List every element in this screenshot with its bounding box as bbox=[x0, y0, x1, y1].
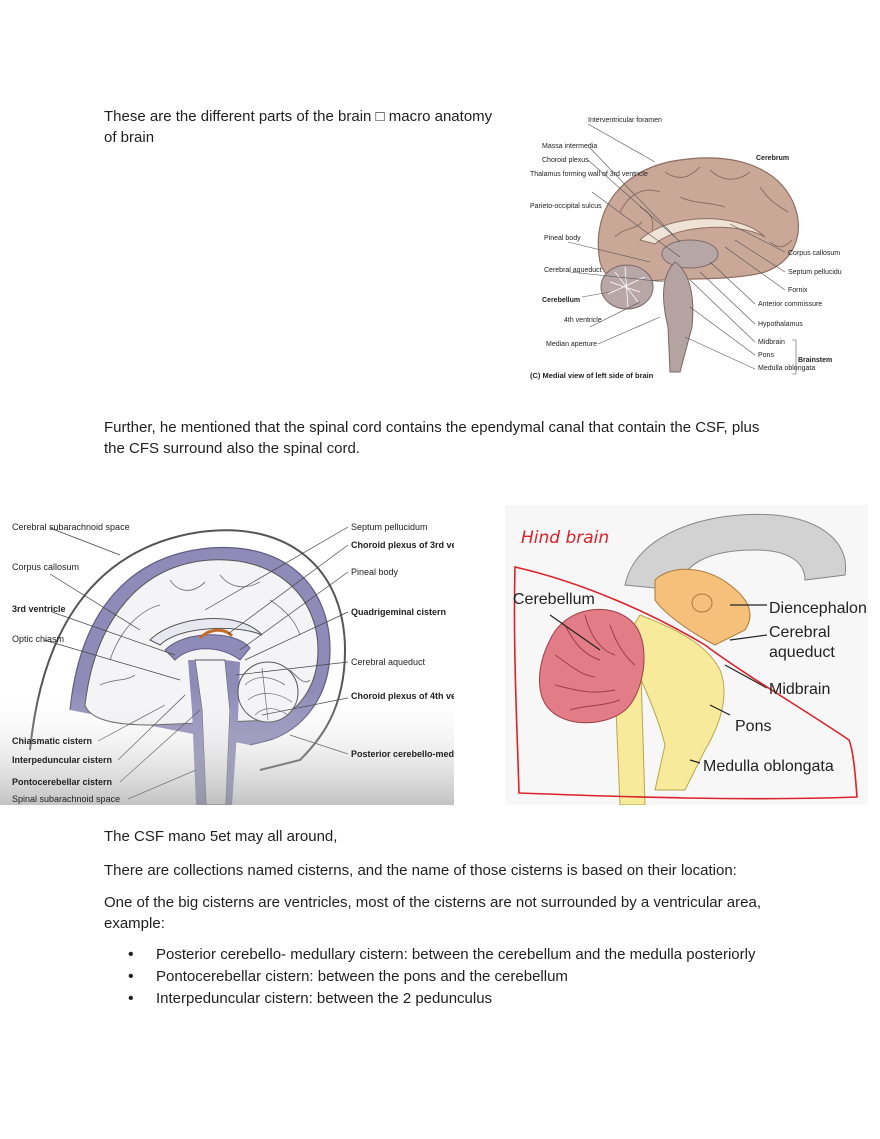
label-choroid-plexus-4th: Choroid plexus of 4th ventricle bbox=[351, 691, 454, 701]
label-choroid-plexus: Choroid plexus bbox=[542, 157, 589, 164]
label-4th-ventricle: 4th ventricle bbox=[564, 317, 602, 324]
label-pineal-body: Pineal body bbox=[544, 235, 581, 242]
label-interventricular-foramen: Interventricular foramen bbox=[588, 117, 662, 124]
figure-caption: (C) Medial view of left side of brain bbox=[530, 371, 654, 380]
cisterns-illustration: Cerebral subarachnoid space Corpus callo… bbox=[0, 522, 454, 805]
label-cerebral-aqueduct-3: Cerebral bbox=[769, 624, 830, 641]
label-aqueduct-line2: aqueduct bbox=[769, 644, 835, 661]
hindbrain-illustration: Hind brain Cerebellum Diencephalon Cereb… bbox=[505, 505, 868, 805]
label-posterior-cerebello-medullary-cistern: Posterior cerebello-medullary cistern bbox=[351, 749, 454, 759]
label-medulla-oblongata-3: Medulla oblongata bbox=[703, 758, 834, 775]
label-cerebral-aqueduct-2: Cerebral aqueduct bbox=[351, 657, 426, 667]
paragraph-intro: These are the different parts of the bra… bbox=[104, 108, 493, 146]
label-3rd-ventricle: 3rd ventricle bbox=[12, 604, 66, 614]
label-anterior-commissure: Anterior commissure bbox=[758, 301, 822, 308]
label-pontocerebellar-cistern: Pontocerebellar cistern bbox=[12, 777, 112, 787]
label-midbrain-3: Midbrain bbox=[769, 681, 830, 698]
label-cerebellum-3: Cerebellum bbox=[513, 591, 595, 608]
handwritten-hind-brain: Hind brain bbox=[521, 528, 609, 548]
label-parieto-occipital-sulcus: Parieto-occipital sulcus bbox=[530, 203, 602, 210]
label-brainstem: Brainstem bbox=[798, 357, 832, 364]
label-cerebrum: Cerebrum bbox=[756, 155, 789, 162]
label-spinal-subarachnoid-space: Spinal subarachnoid space bbox=[12, 794, 120, 804]
label-thalamus: Thalamus forming wall of 3rd ventricle bbox=[530, 171, 648, 178]
label-chiasmatic-cistern: Chiasmatic cistern bbox=[12, 736, 92, 746]
figure-hindbrain: Hind brain Cerebellum Diencephalon Cereb… bbox=[505, 505, 868, 805]
label-massa-intermedia: Massa intermedia bbox=[542, 143, 597, 150]
label-interpeduncular-cistern: Interpeduncular cistern bbox=[12, 755, 112, 765]
label-pons-3: Pons bbox=[735, 718, 771, 735]
figure-medial-brain: Interventricular foramen Massa intermedi… bbox=[530, 112, 870, 392]
list-item: Interpeduncular cistern: between the 2 p… bbox=[104, 988, 804, 1010]
paragraph-csf: The CSF mano 5et may all around, bbox=[104, 828, 338, 845]
label-median-aperture: Median aperture bbox=[546, 341, 597, 348]
medial-brain-illustration: Interventricular foramen Massa intermedi… bbox=[530, 117, 842, 380]
label-hypothalamus: Hypothalamus bbox=[758, 321, 803, 328]
list-item: Pontocerebellar cistern: between the pon… bbox=[104, 966, 804, 988]
label-fornix: Fornix bbox=[788, 287, 808, 294]
label-quadrigeminal-cistern: Quadrigeminal cistern bbox=[351, 607, 446, 617]
paragraph-spinal-cord: Further, he mentioned that the spinal co… bbox=[104, 419, 760, 457]
figure-cisterns: Cerebral subarachnoid space Corpus callo… bbox=[0, 510, 454, 805]
label-cerebral-aqueduct: Cerebral aqueduct bbox=[544, 267, 602, 274]
label-corpus-callosum: Corpus callosum bbox=[788, 250, 840, 257]
label-medulla-oblongata: Medulla oblongata bbox=[758, 365, 815, 372]
label-septum-pellucidum: Septum pellucidu bbox=[788, 269, 842, 276]
label-pons: Pons bbox=[758, 352, 774, 359]
label-cerebral-subarachnoid-space: Cerebral subarachnoid space bbox=[12, 522, 130, 532]
label-cerebellum: Cerebellum bbox=[542, 297, 580, 304]
label-midbrain: Midbrain bbox=[758, 339, 785, 346]
label-septum-pellucidum-2: Septum pellucidum bbox=[351, 522, 428, 532]
paragraph-cisterns: There are collections named cisterns, an… bbox=[104, 862, 737, 879]
label-corpus-callosum-2: Corpus callosum bbox=[12, 562, 79, 572]
label-optic-chiasm: Optic chiasm bbox=[12, 634, 64, 644]
list-item: Posterior cerebello- medullary cistern: … bbox=[104, 944, 804, 966]
label-choroid-plexus-3rd: Choroid plexus of 3rd ventricle bbox=[351, 540, 454, 550]
label-pineal-body-2: Pineal body bbox=[351, 567, 399, 577]
label-diencephalon: Diencephalon bbox=[769, 600, 867, 617]
cistern-list: Posterior cerebello- medullary cistern: … bbox=[104, 944, 804, 1010]
paragraph-ventricles: One of the big cisterns are ventricles, … bbox=[104, 894, 761, 932]
